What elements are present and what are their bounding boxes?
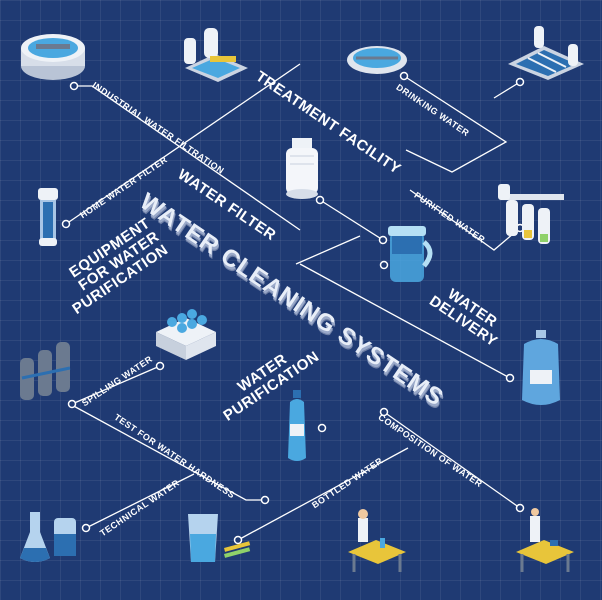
connector-dot: [67, 399, 77, 409]
lab-analysis-icon: [516, 508, 574, 572]
settling-tank-icon: [347, 46, 407, 74]
connector-dot: [233, 535, 243, 545]
connector-dot: [61, 219, 71, 229]
water-jug-icon: [522, 330, 560, 405]
connector-dot: [315, 195, 325, 205]
connector-dot: [379, 260, 389, 270]
connector-dot: [155, 361, 165, 371]
filter-cartridge-icon: [38, 188, 58, 246]
connector-dot: [81, 523, 91, 533]
connector-dot: [378, 235, 388, 245]
water-bottle-icon: [288, 390, 306, 461]
connector-dot: [505, 373, 515, 383]
connector-dot: [515, 77, 525, 87]
water-plant-icon: [508, 26, 584, 80]
water-glass-icon: [188, 514, 251, 562]
connector-dot: [69, 81, 79, 91]
bottle-crate-icon: [156, 309, 216, 360]
filtration-unit-icon: [184, 28, 248, 82]
treatment-tank-icon: [21, 34, 85, 80]
connector-dot: [515, 503, 525, 513]
lab-flasks-icon: [20, 512, 76, 562]
reverse-osmosis-icon: [498, 184, 564, 244]
connector-dot: [317, 423, 327, 433]
water-filter-icon: [286, 138, 318, 199]
lab-scientist-icon: [348, 509, 406, 572]
connector-dot: [260, 495, 270, 505]
filtration-tanks-icon: [20, 342, 71, 400]
water-pitcher-icon: [388, 226, 433, 282]
connector-dot: [399, 71, 409, 81]
connector-dot: [379, 407, 389, 417]
